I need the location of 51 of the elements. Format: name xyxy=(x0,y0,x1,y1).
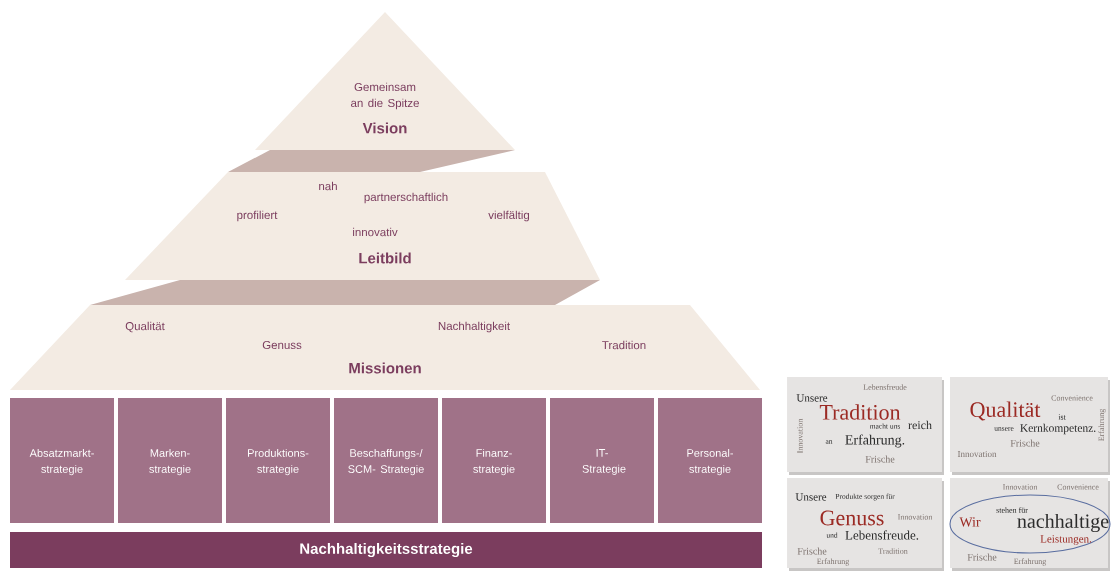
foundation-bar xyxy=(10,532,762,568)
strategy-box xyxy=(442,397,546,524)
strategy-label: Finanz- strategie xyxy=(473,448,515,476)
label-text: Gemeinsam an die Spitze xyxy=(351,82,419,110)
card-word: Innovation xyxy=(957,451,997,458)
card-word: Tradition xyxy=(878,548,908,554)
strategy-box xyxy=(10,397,114,524)
word-cloud-card xyxy=(787,478,944,571)
card-word: Genuss xyxy=(820,510,884,526)
card-word: ist xyxy=(1058,414,1066,420)
card-word: Convenience xyxy=(1057,484,1099,490)
card-word: Innovation xyxy=(897,514,933,520)
card-word: Tradition xyxy=(819,404,901,420)
card-word: Erfahrung xyxy=(817,558,850,566)
word-cloud-card xyxy=(949,478,1111,571)
card-word: Lebensfreude. xyxy=(845,530,919,540)
strategy-label: Produktions- strategie xyxy=(248,448,309,476)
card-word: Frische xyxy=(797,547,827,555)
strategy-label: IT- Strategie xyxy=(582,449,626,475)
card-word: Unsere xyxy=(795,493,827,501)
strategy-box xyxy=(334,397,438,524)
bar-label: Nachhaltigkeitsstrategie xyxy=(300,543,473,558)
card-word: Frische xyxy=(967,553,997,561)
card-word: Erfahrung xyxy=(1098,408,1106,441)
card-word: nachhaltige xyxy=(1017,513,1109,533)
card-word: Unsere xyxy=(796,394,828,402)
word-cloud-card xyxy=(787,377,944,475)
strategy-label: Absatzmarkt- strategie xyxy=(29,448,94,476)
strategy-label: Beschaffungs-/ SCM- Strategie xyxy=(348,448,424,476)
tier-title: Vision xyxy=(362,122,407,134)
card-word: Qualität xyxy=(970,401,1041,421)
strategy-box xyxy=(118,397,222,524)
card-word: Leistungen. xyxy=(1040,535,1092,545)
card-word: Erfahrung xyxy=(1014,558,1047,566)
strategy-box xyxy=(226,397,330,524)
card-word: Erfahrung. xyxy=(845,434,905,448)
card-word: Innovation xyxy=(1002,484,1038,490)
word-cloud-card xyxy=(950,377,1110,475)
strategy-box xyxy=(550,397,654,524)
strategy-label: Personal- strategie xyxy=(687,448,734,476)
card-word: Frische xyxy=(1010,439,1040,447)
card-word: Wir xyxy=(959,517,981,527)
card-word: Kernkompetenz. xyxy=(1020,423,1096,435)
card-word: Convenience xyxy=(1051,395,1093,401)
card-word: Lebensfreude xyxy=(863,384,907,390)
card-word: stehen für xyxy=(996,507,1028,513)
card-word: reich xyxy=(908,420,932,430)
strategy-box xyxy=(658,397,762,524)
card-word: Innovation xyxy=(797,418,803,454)
card-word: Frische xyxy=(865,455,895,463)
strategy-label: Marken- strategie xyxy=(149,448,191,476)
